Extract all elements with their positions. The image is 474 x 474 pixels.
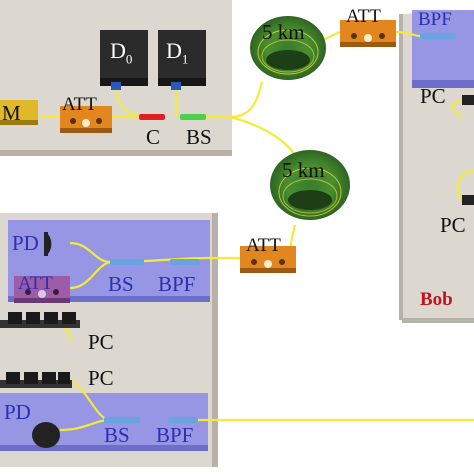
bob-pc2-label: PC: [440, 213, 466, 237]
d0-main: D: [110, 38, 126, 63]
d0-sub: 0: [125, 51, 133, 67]
att-label-middle: ATT: [246, 235, 281, 256]
bob-pc1-label: PC: [420, 84, 446, 108]
bob-label: Bob: [420, 289, 453, 310]
alice2-bpf-label: BPF: [156, 423, 194, 447]
bob-blue-box: [412, 10, 474, 88]
att-block-middle: [240, 246, 296, 273]
detector-d0-body: [100, 30, 148, 90]
alice2-pd-label: PD: [4, 400, 31, 424]
alice1-att-block: [14, 276, 70, 303]
att-block-top: [340, 20, 396, 47]
alice2-pc-label: PC: [88, 366, 114, 390]
detector-d0-label: D0: [110, 38, 133, 67]
att-block-top-left: [60, 106, 112, 133]
spool-top-label: 5 km: [262, 20, 305, 44]
alice2-pd-detector: [32, 422, 60, 448]
alice2-bs-label: BS: [104, 423, 130, 447]
m-label: M: [2, 101, 21, 125]
bs-label-top: BS: [186, 125, 212, 149]
spool-middle-label: 5 km: [282, 158, 325, 182]
alice1-pc-paddles: [0, 312, 80, 328]
detector-d1-body: [158, 30, 206, 90]
alice1-pd-detector: [44, 232, 52, 256]
detector-d1-label: D1: [166, 38, 189, 67]
alice1-bs-label: BS: [108, 272, 134, 296]
spool-middle-drawing: [270, 150, 350, 220]
d1-sub: 1: [181, 51, 189, 67]
alice1-att-label: ATT: [18, 273, 53, 294]
modulator-block: [0, 100, 38, 125]
c-label: C: [146, 125, 161, 149]
att-label-top: ATT: [346, 6, 381, 27]
beam-splitter-top: [180, 114, 206, 120]
alice1-pd-label: PD: [12, 231, 39, 255]
d1-main: D: [166, 38, 182, 63]
bob-bpf-label: BPF: [418, 9, 452, 30]
att-label-top-left: ATT: [62, 94, 97, 115]
spool-top-drawing: [250, 16, 326, 80]
coupler-c: [139, 114, 165, 120]
alice1-pc-label: PC: [88, 330, 114, 354]
alice2-pc-paddles: [0, 372, 72, 388]
alice1-bpf-label: BPF: [158, 272, 196, 296]
